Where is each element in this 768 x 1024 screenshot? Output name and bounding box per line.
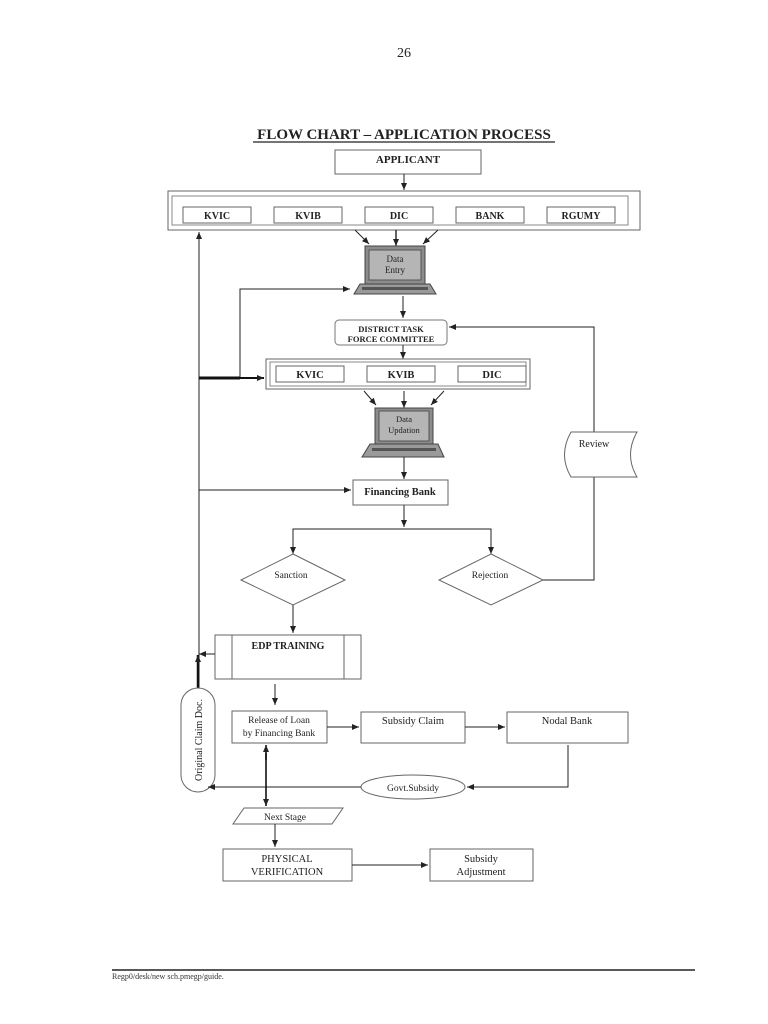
original-claim-doc-label: Original Claim Doc. <box>194 699 205 781</box>
agency-label: KVIC <box>204 211 230 222</box>
sanction-label: Sanction <box>274 571 307 581</box>
edp-training-node: EDP TRAINING <box>214 634 362 680</box>
district-task-force-committee-node: DISTRICT TASK FORCE COMMITTEE <box>334 319 448 346</box>
govt-subsidy-label: Govt.Subsidy <box>387 784 439 794</box>
data-updation-label-2: Updation <box>388 425 420 435</box>
agency-box <box>182 206 252 224</box>
release-loan-label-2: by Financing Bank <box>243 729 316 739</box>
agency-label: DIC <box>390 211 408 222</box>
agency-row2-label: KVIB <box>388 370 415 381</box>
data-entry-label-2: Entry <box>385 265 405 275</box>
next-stage-label: Next Stage <box>264 813 306 823</box>
financing-bank-label: Financing Bank <box>364 487 436 498</box>
subsidy-adjustment-label-2: Adjustment <box>457 867 506 878</box>
arrow <box>422 229 439 245</box>
agency-box <box>455 206 525 224</box>
nodal-bank-label: Nodal Bank <box>542 716 593 727</box>
release-loan-label-1: Release of Loan <box>248 715 310 726</box>
review-label: Review <box>579 439 610 450</box>
agency-box <box>364 206 434 224</box>
agency-row2-label: KVIC <box>296 370 323 381</box>
applicant-label: APPLICANT <box>376 154 441 166</box>
agencies-row-1: KVIC KVIB DIC BANK RGUMY <box>167 190 641 231</box>
agency-label: KVIB <box>295 211 321 222</box>
arrow <box>239 286 350 378</box>
nodal-bank-node: Nodal Bank <box>506 711 629 744</box>
edp-training-label: EDP TRAINING <box>252 641 325 652</box>
agency-row2-box <box>366 365 436 383</box>
arrow <box>354 229 370 245</box>
physical-verification-label-1: PHYSICAL <box>261 854 312 865</box>
footer-path: Regp0/desk/new sch.pmegp/guide. <box>112 972 224 981</box>
release-of-loan-node: Release of Loan by Financing Bank <box>231 710 328 744</box>
review-storage-node: Review <box>564 431 638 478</box>
subsidy-claim-label: Subsidy Claim <box>382 716 444 727</box>
agency-row2-box <box>275 365 345 383</box>
agency-row2-box <box>457 365 527 383</box>
agency-row2-label: DIC <box>482 370 501 381</box>
physical-verification-label-2: VERIFICATION <box>251 867 324 878</box>
sanction-decision: Sanction <box>239 553 347 606</box>
dtfc-label-1: DISTRICT TASK <box>358 324 424 334</box>
next-stage-node: Next Stage <box>232 807 344 825</box>
applicant-node: APPLICANT <box>334 149 482 175</box>
arrow <box>363 390 377 406</box>
branch-line <box>292 528 492 553</box>
agency-box <box>273 206 343 224</box>
subsidy-adjustment-node: Subsidy Adjustment <box>429 848 534 882</box>
agency-box <box>546 206 616 224</box>
agency-label: RGUMY <box>562 211 602 222</box>
data-entry-label-1: Data <box>387 254 404 264</box>
agencies-row-2: KVIC KVIB DIC <box>265 358 531 390</box>
data-entry-laptop-icon: Data Entry <box>353 245 437 295</box>
subsidy-adjustment-label-1: Subsidy <box>464 854 499 865</box>
arrow <box>467 745 569 790</box>
page-number: 26 <box>397 46 411 61</box>
arrow <box>430 390 445 406</box>
subsidy-claim-node: Subsidy Claim <box>360 711 466 744</box>
govt-subsidy-node: Govt.Subsidy <box>360 774 466 800</box>
dtfc-label-2: FORCE COMMITTEE <box>348 334 435 344</box>
physical-verification-node: PHYSICAL VERIFICATION <box>222 848 353 882</box>
agency-label: BANK <box>476 211 505 222</box>
data-updation-label-1: Data <box>396 414 412 424</box>
financing-bank-node: Financing Bank <box>352 479 449 506</box>
original-claim-doc-node: Original Claim Doc. <box>180 687 216 793</box>
data-updation-laptop-icon: Data Updation <box>361 407 445 458</box>
rejection-decision: Rejection <box>437 553 545 606</box>
rejection-label: Rejection <box>472 571 509 581</box>
chart-title: FLOW CHART – APPLICATION PROCESS <box>257 127 551 143</box>
